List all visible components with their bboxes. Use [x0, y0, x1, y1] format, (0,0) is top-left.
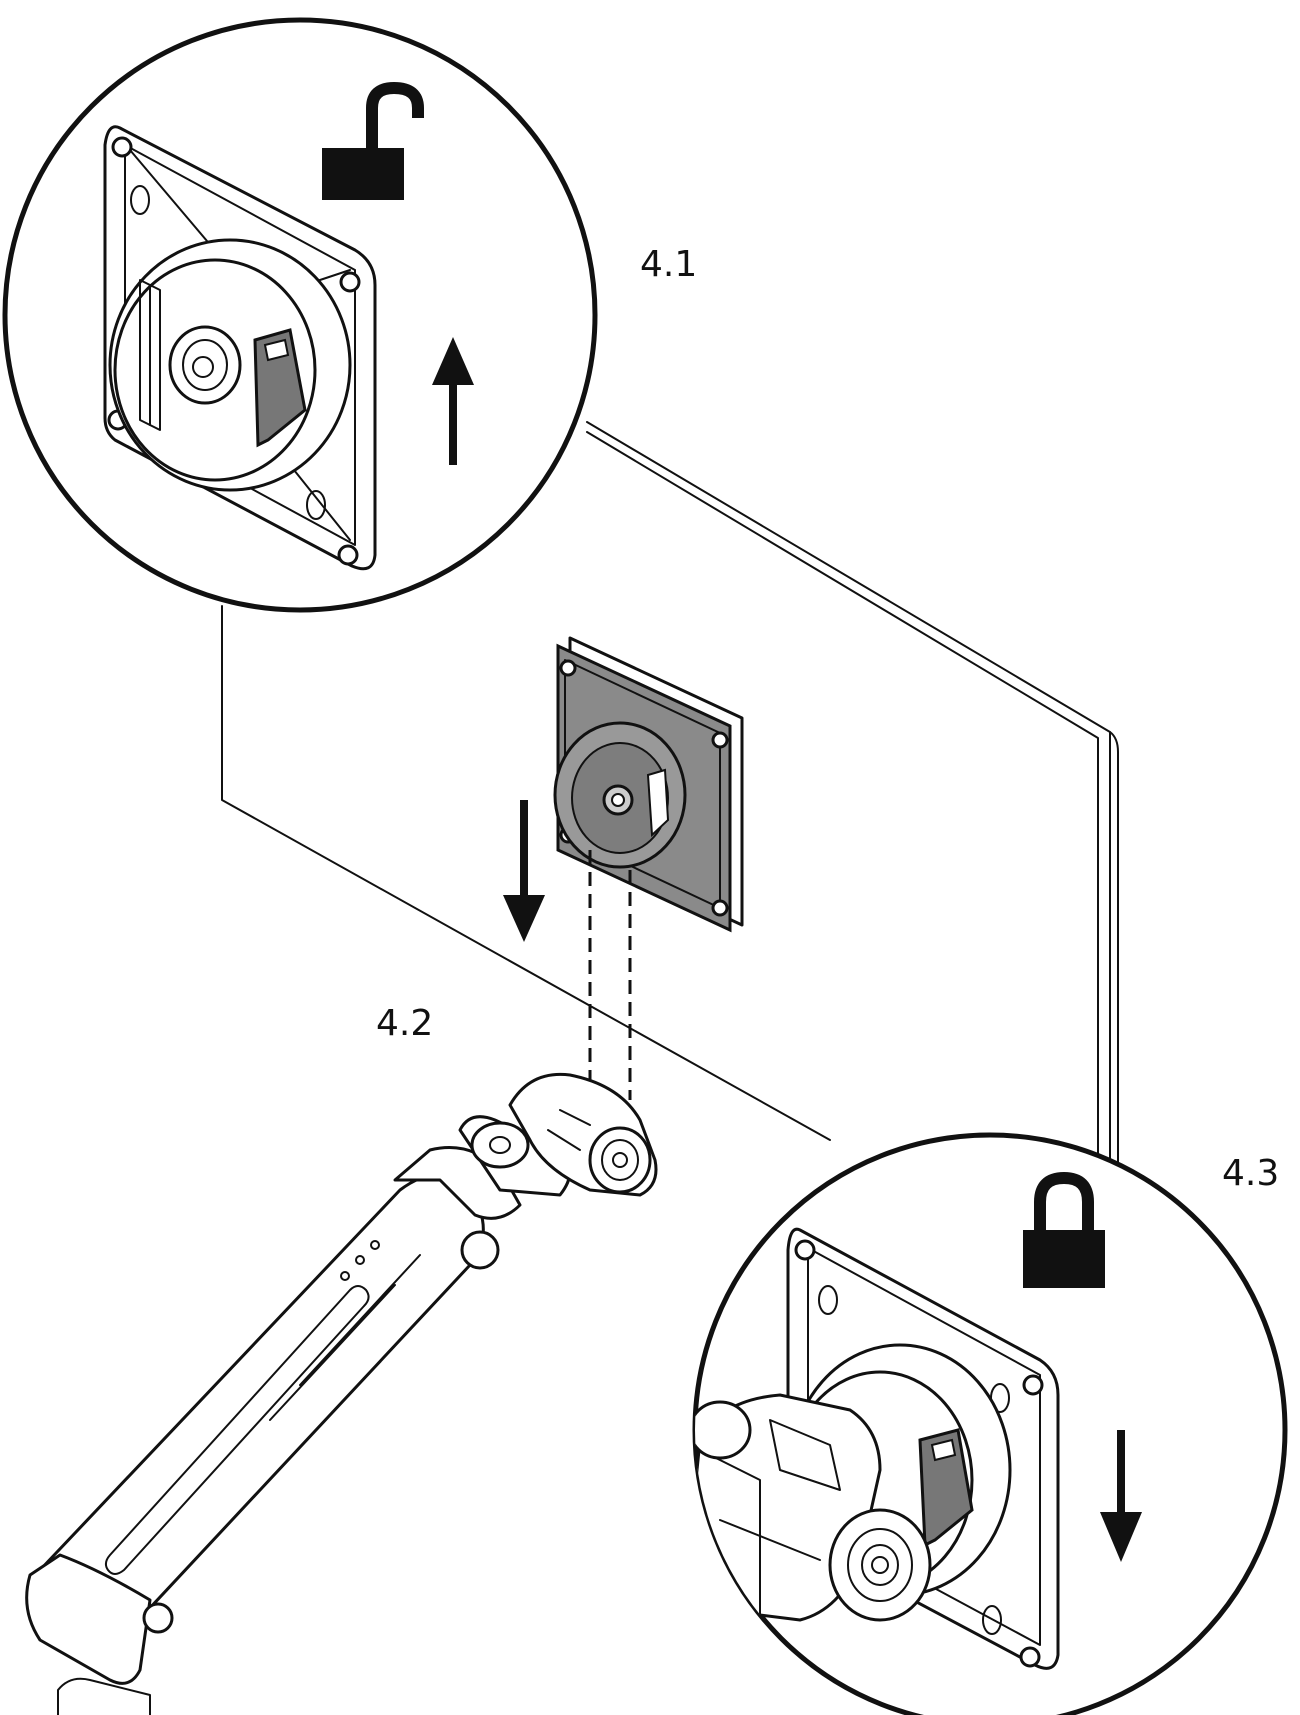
detail-step-4-1 [2, 17, 598, 613]
detail-step-4-3 [692, 1132, 1288, 1715]
step-label-4-1: 4.1 [640, 244, 697, 285]
lock-open-icon [322, 81, 424, 200]
vesa-plate-center [553, 636, 744, 933]
step-label-4-3: 4.3 [1222, 1153, 1279, 1194]
monitor-arm [25, 1072, 658, 1715]
alignment-guides [588, 850, 632, 1100]
step-label-4-2: 4.2 [376, 1003, 433, 1044]
lock-closed-icon [1023, 1171, 1105, 1288]
arrow-up-icon [432, 337, 474, 465]
arrow-down-icon [503, 800, 545, 942]
arrow-down-icon [1100, 1430, 1142, 1562]
